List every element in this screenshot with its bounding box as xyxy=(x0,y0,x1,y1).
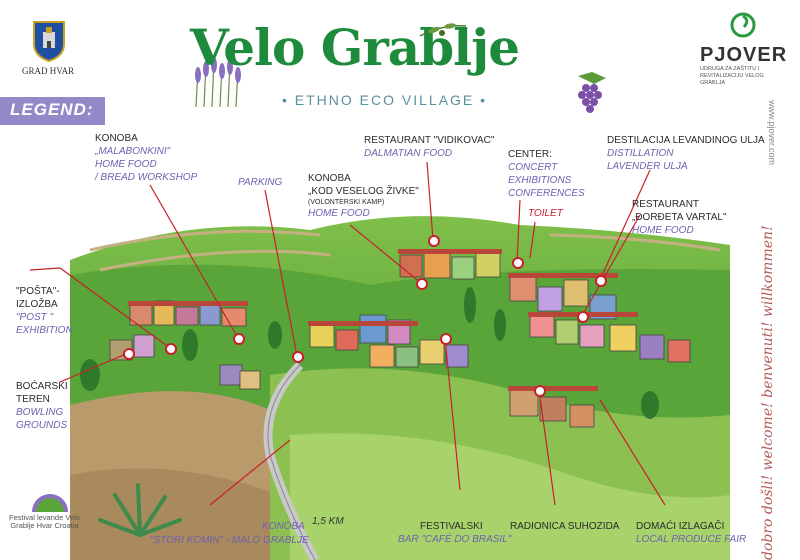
label-center-d1: CONCERT xyxy=(508,162,558,173)
label-stori-distance: 1,5 KM xyxy=(312,515,344,528)
label-destilacija-d1: DISTILLATION xyxy=(607,148,674,159)
label-destilacija[interactable]: DESTILACIJA LEVANDINOG ULJA DISTILLATION… xyxy=(607,134,765,173)
label-dordeta-desc: HOME FOOD xyxy=(632,225,694,236)
label-center-title: CENTER: xyxy=(508,149,552,160)
pin-malabonkini[interactable] xyxy=(233,333,245,345)
pin-vidikovac[interactable] xyxy=(428,235,440,247)
label-radionica[interactable]: RADIONICA SUHOZIDA xyxy=(510,520,619,533)
label-malabonkini-title: KONOBA xyxy=(95,133,138,144)
label-bocarski-d1: BOWLING xyxy=(16,407,64,418)
label-toilet[interactable]: TOILET xyxy=(528,207,563,220)
festival-logo-text: Festival levande Velo Grablje Hvar Croat… xyxy=(9,513,80,530)
label-malabonkini-desc2: / BREAD WORKSHOP xyxy=(95,172,198,183)
label-festivalski-desc: BAR "CAFÉ DO BRASIL" xyxy=(398,534,512,545)
label-parking-desc: PARKING xyxy=(238,177,283,188)
pin-dordeta[interactable] xyxy=(577,311,589,323)
label-bocarski[interactable]: BOĆARSKI TEREN BOWLING GROUNDS xyxy=(16,380,68,432)
label-toilet-desc: TOILET xyxy=(528,208,563,219)
label-bocarski-t1: BOĆARSKI xyxy=(16,381,68,392)
pin-center[interactable] xyxy=(512,257,524,269)
label-domaci-title: DOMAĆI IZLAGAČI xyxy=(636,521,725,532)
label-center-d2: EXHIBITIONS xyxy=(508,175,572,186)
label-dordeta[interactable]: RESTAURANT „ĐORĐETA VARTAL" HOME FOOD xyxy=(632,198,727,237)
olive-branch-icon xyxy=(419,23,467,37)
label-posta-d2: EXHIBITION xyxy=(16,325,73,336)
label-veselog-title: KONOBA xyxy=(308,173,351,184)
label-vidikovac-title: RESTAURANT "VIDIKOVAC" xyxy=(364,135,495,146)
label-posta-t1: "POŠTA"- xyxy=(16,286,60,297)
label-posta[interactable]: "POŠTA"- IZLOŽBA "POST " EXHIBITION xyxy=(16,285,73,337)
pjover-subtitle: UDRUGA ZA ZAŠTITU I REVITALIZACIJU VELOG… xyxy=(700,66,764,86)
festival-logo-icon xyxy=(32,494,68,512)
label-veselog-name: „KOD VESELOG ŽIVKE" xyxy=(308,186,419,197)
label-dordeta-title: RESTAURANT xyxy=(632,199,700,210)
label-center-d3: CONFERENCES xyxy=(508,188,585,199)
label-domaci-desc: LOCAL PRODUCE FAIR xyxy=(636,534,747,545)
label-veselog-sub: (VOLONTERSKI KAMP) xyxy=(308,199,385,206)
label-domaci[interactable]: DOMAĆI IZLAGAČI LOCAL PRODUCE FAIR xyxy=(636,520,746,546)
label-posta-t2: IZLOŽBA xyxy=(16,299,58,310)
grapes-icon xyxy=(578,72,606,113)
label-center[interactable]: CENTER: CONCERT EXHIBITIONS CONFERENCES xyxy=(508,148,585,200)
grad-hvar-crest xyxy=(32,18,66,63)
label-destilacija-d2: LAVENDER ULJA xyxy=(607,161,688,172)
label-veselog[interactable]: KONOBA „KOD VESELOG ŽIVKE" (VOLONTERSKI … xyxy=(308,172,419,220)
label-bocarski-d2: GROUNDS xyxy=(16,420,68,431)
pin-posta[interactable] xyxy=(165,343,177,355)
label-stori-komin[interactable]: "STORI KOMIN" - MALO GRABLJE xyxy=(150,534,309,547)
website-url[interactable]: www.pjover.com xyxy=(767,100,777,166)
map-title: Velo Grablje xyxy=(190,18,520,77)
label-veselog-desc: HOME FOOD xyxy=(308,208,370,219)
village-illustration xyxy=(70,216,730,560)
label-stori-distance-text: 1,5 KM xyxy=(312,516,344,527)
map-subtitle: • ETHNO ECO VILLAGE • xyxy=(282,92,488,108)
pin-veselog[interactable] xyxy=(416,278,428,290)
label-malabonkini[interactable]: KONOBA „MALABONKINI" HOME FOOD / BREAD W… xyxy=(95,132,197,184)
legend-bar xyxy=(0,97,105,125)
label-stori-title: KONOBA xyxy=(262,521,305,532)
legend-title: LEGEND: xyxy=(10,100,94,119)
label-stori-komin-title[interactable]: KONOBA xyxy=(262,520,305,533)
label-vidikovac-desc: DALMATIAN FOOD xyxy=(364,148,453,159)
pin-destilacija[interactable] xyxy=(595,275,607,287)
grad-hvar-label: GRAD HVAR xyxy=(22,66,75,76)
label-festivalski-title: FESTIVALSKI xyxy=(420,521,483,532)
label-stori-desc: "STORI KOMIN" - MALO GRABLJE xyxy=(150,535,309,546)
pin-festivalski[interactable] xyxy=(440,333,452,345)
pjover-logo: PJOVER xyxy=(700,44,788,66)
welcome-text: dobro došli! welcome! benvenuti! willkom… xyxy=(760,225,776,560)
label-dordeta-name: „ĐORĐETA VARTAL" xyxy=(632,212,727,223)
pjover-logo-icon xyxy=(730,12,756,38)
label-vidikovac[interactable]: RESTAURANT "VIDIKOVAC" DALMATIAN FOOD xyxy=(364,134,494,160)
pin-parking[interactable] xyxy=(292,351,304,363)
label-malabonkini-desc1: HOME FOOD xyxy=(95,159,157,170)
pin-radionica[interactable] xyxy=(534,385,546,397)
label-malabonkini-name: „MALABONKINI" xyxy=(95,146,171,157)
lavender-illustration xyxy=(195,57,241,108)
label-radionica-title: RADIONICA SUHOZIDA xyxy=(510,521,620,532)
label-bocarski-t2: TEREN xyxy=(16,394,50,405)
pin-bocarski[interactable] xyxy=(123,348,135,360)
label-festivalski[interactable]: FESTIVALSKI BAR "CAFÉ DO BRASIL" xyxy=(398,520,511,546)
label-destilacija-title: DESTILACIJA LEVANDINOG ULJA xyxy=(607,135,765,146)
label-parking[interactable]: PARKING xyxy=(238,176,282,189)
label-posta-d1: "POST " xyxy=(16,312,54,323)
